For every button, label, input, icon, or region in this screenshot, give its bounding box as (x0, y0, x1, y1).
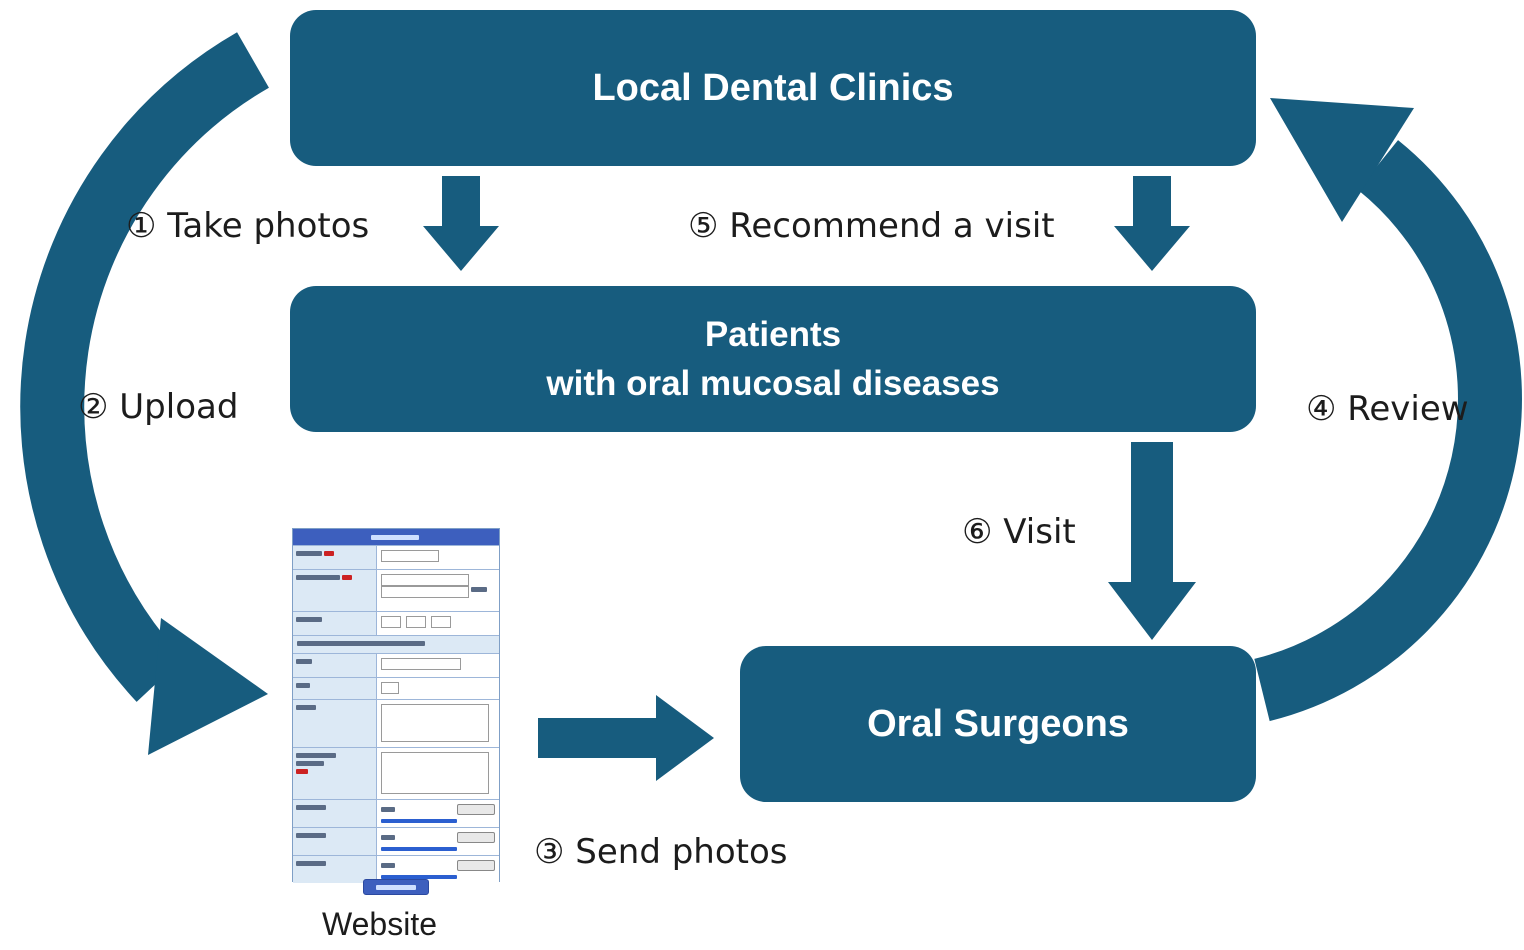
step-label-send-photos: ③ Send photos (534, 832, 788, 872)
file-upload-line (381, 860, 495, 871)
text-placeholder (471, 587, 487, 592)
link-text-placeholder (381, 847, 457, 851)
visit-arrow (1108, 442, 1196, 640)
text-placeholder (296, 761, 324, 766)
review-arrowhead-icon (1270, 98, 1414, 222)
form-field-label (293, 546, 377, 569)
form-field-label (293, 612, 377, 635)
text-placeholder (297, 641, 425, 646)
node-oral-surgeons: Oral Surgeons (740, 646, 1256, 802)
text-placeholder (296, 575, 340, 580)
form-field-label (293, 856, 377, 883)
required-mark (342, 575, 352, 580)
take-photos-arrow (423, 176, 499, 271)
text-placeholder (296, 617, 322, 622)
review-curved-arrow (1254, 140, 1522, 722)
file-upload-line (381, 832, 495, 843)
step-label-visit: ⑥ Visit (962, 512, 1076, 552)
form-field (377, 546, 499, 569)
step-label-upload: ② Upload (78, 387, 239, 427)
text-placeholder (296, 805, 326, 810)
text-placeholder (296, 861, 326, 866)
text-placeholder (296, 705, 316, 710)
recommend-visit-arrow (1114, 176, 1190, 271)
text-placeholder (381, 807, 395, 812)
text-placeholder (381, 863, 395, 868)
form-field (377, 700, 499, 747)
file-select-button (457, 804, 495, 815)
file-upload-line (381, 804, 495, 815)
node-label: Local Dental Clinics (592, 66, 954, 109)
form-field (377, 748, 499, 799)
file-select-button (457, 860, 495, 871)
step-label-take-photos: ① Take photos (126, 206, 370, 246)
link-text-placeholder (381, 875, 457, 879)
form-title-text (371, 534, 419, 540)
link-text-placeholder (381, 819, 457, 823)
form-row (293, 699, 499, 747)
form-row (293, 799, 499, 827)
form-field-label (293, 800, 377, 827)
form-field-label (293, 748, 377, 799)
send-photos-arrow (538, 695, 714, 781)
form-field (377, 570, 499, 611)
text-placeholder (296, 753, 336, 758)
text-placeholder (296, 659, 312, 664)
text-input (431, 616, 451, 628)
form-field (377, 856, 499, 883)
upload-curved-arrow (20, 32, 269, 702)
text-input (381, 586, 469, 598)
form-field (377, 654, 499, 677)
text-input (381, 616, 401, 628)
form-field-label (293, 678, 377, 699)
text-placeholder (381, 835, 395, 840)
node-label-line1: Patients (704, 315, 842, 354)
node-patients: Patients with oral mucosal diseases (290, 286, 1256, 432)
form-field-label (293, 700, 377, 747)
form-title-bar (293, 529, 499, 545)
form-row (293, 677, 499, 699)
form-field (377, 612, 499, 635)
website-caption: Website (322, 906, 438, 942)
form-field-label (293, 828, 377, 855)
node-label-line2: with oral mucosal diseases (546, 364, 1000, 403)
form-row (293, 611, 499, 635)
select-input (381, 682, 399, 694)
form-row (293, 569, 499, 611)
form-field-label (293, 654, 377, 677)
text-placeholder (296, 833, 326, 838)
upload-arrowhead-icon (148, 618, 268, 755)
form-row (293, 653, 499, 677)
step-label-recommend-visit: ⑤ Recommend a visit (688, 206, 1055, 246)
form-field (377, 828, 499, 855)
text-placeholder (296, 551, 322, 556)
form-submit-button (363, 879, 429, 895)
submit-button-text (376, 884, 416, 890)
form-field-label (293, 570, 377, 611)
required-mark (296, 769, 308, 774)
text-input (381, 574, 469, 586)
website-form-screenshot (292, 528, 500, 895)
node-local-dental-clinics: Local Dental Clinics (290, 10, 1256, 166)
textarea (381, 704, 489, 742)
textarea (381, 752, 489, 794)
form-row (293, 855, 499, 883)
text-placeholder (296, 683, 310, 688)
form-row (293, 747, 499, 799)
form-row (293, 827, 499, 855)
text-input (381, 550, 439, 562)
form-section-header (293, 635, 499, 653)
form-field (377, 678, 499, 699)
form-row (293, 545, 499, 569)
form-field (377, 800, 499, 827)
text-input (406, 616, 426, 628)
required-mark (324, 551, 334, 556)
file-select-button (457, 832, 495, 843)
node-label: Oral Surgeons (867, 702, 1129, 745)
step-label-review: ④ Review (1306, 389, 1469, 429)
text-input (381, 658, 461, 670)
